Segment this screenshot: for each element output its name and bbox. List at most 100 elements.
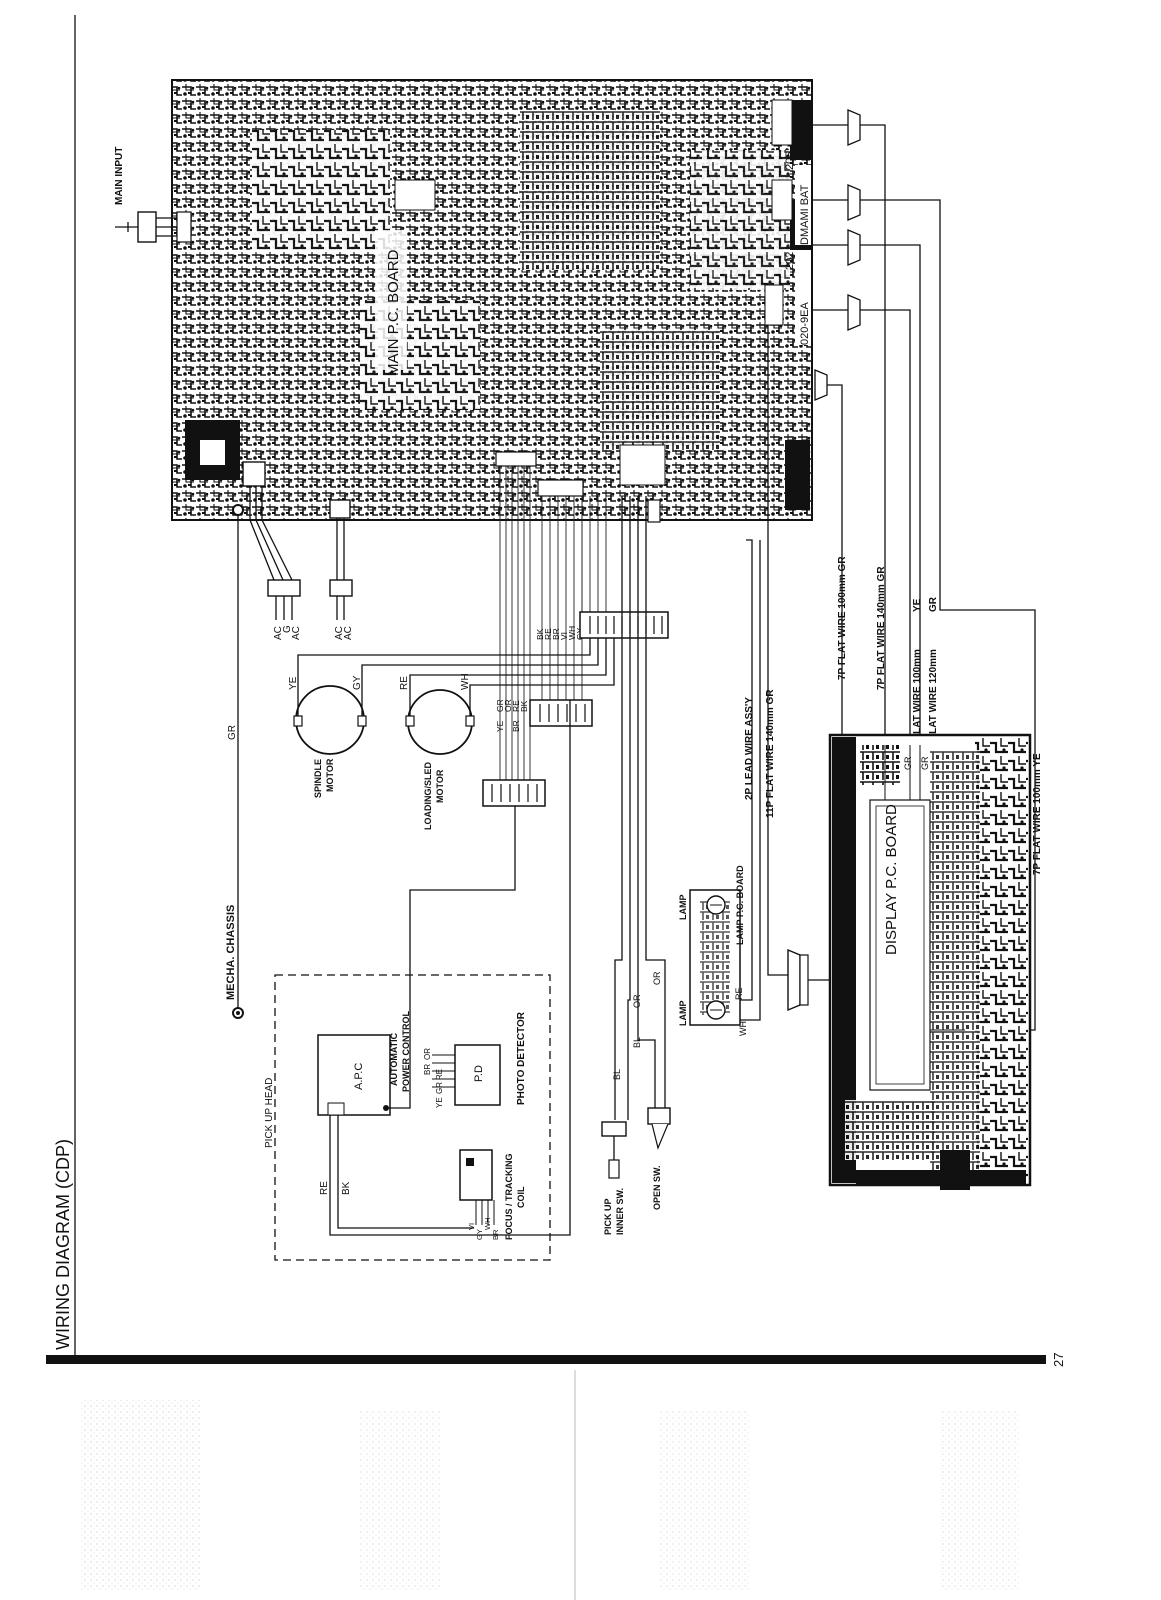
pd-wire-br: BR	[423, 1064, 432, 1075]
wire-run-11p-flat: 11P FLAT WIRE 140mm GR	[765, 689, 776, 818]
wire-vi-label: VI	[559, 632, 569, 640]
apc-wire-re: RE	[319, 1181, 330, 1195]
loading-sled-motor: RE WH LOADING/SLED MOTOR	[399, 638, 615, 830]
wire-run-7p-100-gr: 7P FLAT WIRE 100mm GR	[837, 556, 848, 680]
lamp-label-top: LAMP	[678, 895, 688, 921]
power-wire-b-1: AC	[343, 626, 354, 640]
coil-wire-wh: WH	[483, 1218, 492, 1231]
power-wire-a-0: AC	[273, 626, 284, 640]
page-title: WIRING DIAGRAM (CDP)	[53, 1139, 73, 1350]
pd-wire-gr: GR	[435, 1082, 444, 1094]
mecha-chassis-ground: GR MECHA. CHASSIS	[225, 515, 244, 1019]
pd-wire-re: RE	[435, 1069, 444, 1080]
inner-sw-wire-bl-1: BL	[612, 1069, 622, 1080]
wire-br-label-2: BR	[511, 720, 521, 732]
power-wire-b-0: AC	[334, 626, 345, 640]
spindle-motor-label: MOTOR	[325, 758, 335, 792]
bleed-noise-4	[940, 1410, 1020, 1590]
wire-run-ye-tag: YE	[912, 598, 923, 612]
display-board-label: DISPLAY P.C. BOARD	[883, 804, 900, 955]
power-wires: AC G AC AC AC	[249, 486, 354, 640]
ribbon-to-connector-2	[541, 496, 583, 700]
loading-wire-wh: WH	[460, 673, 471, 690]
lamp-pc-board: LAMP LAMP LAMP P.C. BOARD RE WH	[678, 539, 761, 1036]
flat-wire-connectors	[812, 109, 1036, 1031]
inner-sw-wire-bl-2: BL	[632, 1037, 642, 1048]
pd-label: P.D	[473, 1065, 485, 1082]
open-sw-wire-or-1: OR	[632, 994, 642, 1008]
bleed-noise-1	[80, 1400, 200, 1590]
wire-run-flat-100: FLAT WIRE 100mm	[912, 649, 923, 740]
connector-6p-b	[482, 779, 546, 807]
wire-run-2p-lead: 2P LEAD WIRE ASS'Y	[744, 697, 755, 800]
apc-label: A.P.C	[353, 1063, 365, 1090]
open-sw-label: OPEN SW.	[652, 1165, 662, 1210]
power-control-label: POWER CONTROL	[401, 1011, 411, 1092]
bleed-noise-2	[360, 1410, 440, 1590]
coil-label: COIL	[516, 1186, 526, 1208]
pd-wire-or: OR	[423, 1048, 432, 1060]
main-input-plug: MAIN INPUT	[114, 147, 192, 243]
pd-wire-ye: YE	[435, 1097, 444, 1108]
wire-run-gr-tag: GR	[928, 596, 939, 612]
main-input-label: MAIN INPUT	[114, 147, 125, 205]
lamp-label-bottom: LAMP	[678, 1001, 688, 1027]
mecha-chassis-label: MECHA. CHASSIS	[225, 905, 237, 1000]
loading-motor-label: MOTOR	[435, 769, 445, 803]
connector-10p	[579, 611, 669, 639]
main-pc-board: MAIN P.C. BOARD 020-9EA DMAMI BAT 202 20…	[171, 79, 813, 523]
pick-up-head: PICK UP HEAD A.P.C AUTOMATIC POWER CONTR…	[264, 700, 571, 1261]
loading-wire-re: RE	[399, 676, 410, 690]
board-mark-0: 020-9EA	[799, 302, 811, 345]
ribbon-to-connector-3	[581, 496, 607, 612]
wire-ye-label-2: YE	[495, 720, 505, 732]
apc-wire-bk: BK	[341, 1181, 352, 1195]
pick-up-label: PICK UP	[603, 1198, 613, 1235]
ground-wire-color: GR	[227, 725, 238, 740]
spindle-motor: YE GY SPINDLE MOTOR	[288, 638, 599, 798]
display-tag-gr-1: GR	[903, 756, 913, 770]
board-mark-1: DMAMI BAT	[799, 184, 811, 245]
photo-detector-label: PHOTO DETECTOR	[516, 1011, 527, 1105]
wire-run-7p-100-ye: 7P FLAT WIRE 100mm YE	[1032, 753, 1043, 875]
display-internal-traces	[841, 745, 965, 1031]
loading-sled-label: LOADING/SLED	[423, 761, 433, 830]
wire-run-flat-120: FLAT WIRE 120mm	[928, 649, 939, 740]
wire-br-label: BR	[551, 628, 561, 640]
wire-wh-label: WH	[567, 626, 577, 640]
bottom-rule	[46, 1355, 1046, 1364]
wire-bk-label: BK	[535, 628, 545, 640]
automatic-label: AUTOMATIC	[389, 1032, 399, 1086]
pick-up-head-label: PICK UP HEAD	[264, 1078, 275, 1148]
wire-re-label: RE	[543, 628, 553, 640]
wire-or-label-2: OR	[503, 699, 513, 712]
spindle-wire-gy: GY	[352, 675, 363, 690]
lamp-wire-re: RE	[734, 987, 744, 1000]
spindle-wire-ye: YE	[288, 676, 299, 690]
wire-gr-label-2: GR	[495, 699, 505, 712]
power-wire-a-2: AC	[291, 626, 302, 640]
ribbon-to-connector-1	[499, 466, 531, 780]
board-mark-2: 202	[784, 252, 796, 270]
coil-wire-vi: VI	[467, 1223, 476, 1230]
open-sw-wire-or-2: OR	[652, 971, 662, 985]
lamp-wire-wh: WH	[738, 1021, 748, 1036]
bleed-noise-3	[660, 1410, 750, 1590]
display-tag-gr-2: GR	[920, 756, 930, 770]
board-mark-3: 205	[784, 152, 796, 170]
spindle-label: SPINDLE	[313, 759, 323, 798]
main-board-label: MAIN P.C. BOARD	[385, 249, 402, 376]
wire-bk-label-2: BK	[519, 700, 529, 712]
wire-re-label-2: RE	[511, 700, 521, 712]
power-wire-a-1: G	[282, 625, 293, 633]
display-pc-board: DISPLAY P.C. BOARD GR GR	[828, 733, 1032, 1190]
wire-run-7p-140-gr: 7P FLAT WIRE 140mm GR	[876, 566, 887, 690]
focus-tracking-label: FOCUS / TRACKING	[504, 1154, 514, 1241]
connector-6p-a	[529, 699, 593, 727]
inner-sw-label: INNER SW.	[615, 1188, 625, 1235]
page-number: 27	[1051, 1353, 1066, 1367]
lamp-board-label: LAMP P.C. BOARD	[735, 865, 745, 945]
open-switch: OR OR OPEN SW.	[632, 496, 671, 1210]
